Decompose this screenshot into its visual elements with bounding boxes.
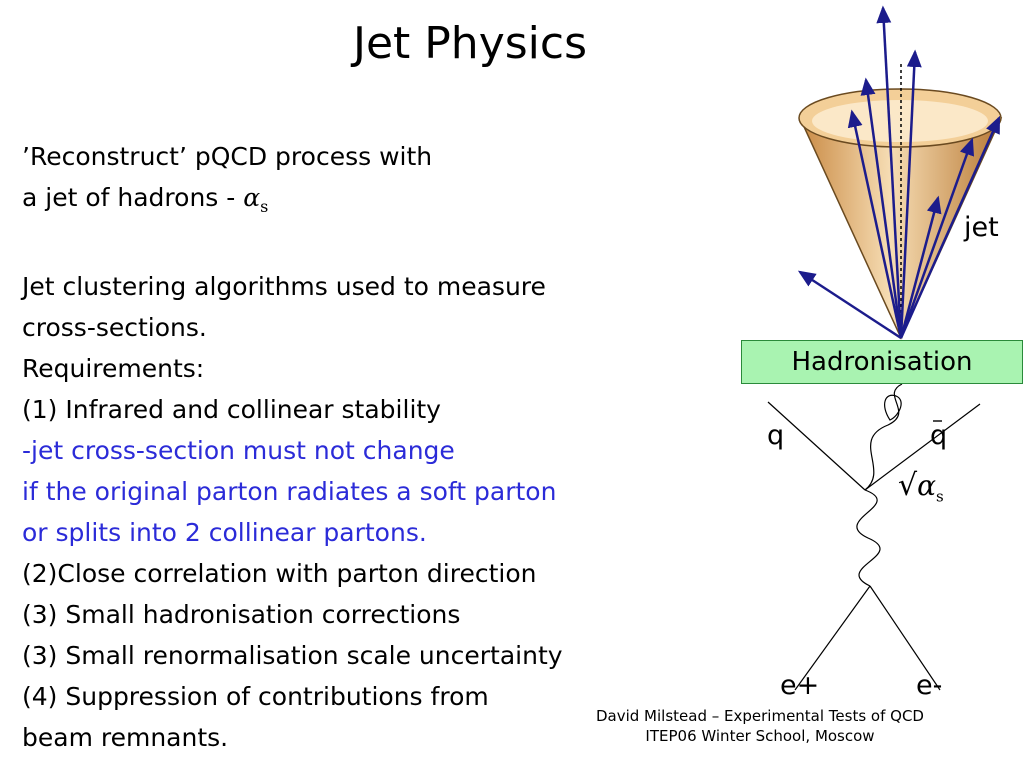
footer-event: ITEP06 Winter School, Moscow (645, 727, 875, 745)
particle-arrow (899, 137, 974, 339)
text-line-prefix: a jet of hadrons - (22, 183, 244, 212)
text-line-alpha: a jet of hadrons - αs (22, 177, 722, 227)
sqrt-alpha-s: √αs (898, 468, 944, 506)
alpha-subscript: s (936, 487, 944, 506)
alpha-subscript: s (260, 197, 269, 216)
text-line: (1) Infrared and collinear stability (22, 395, 441, 424)
positron-line (794, 585, 871, 691)
sqrt-symbol: √ (898, 468, 918, 503)
text-line: (4) Suppression of contributions from (22, 682, 489, 711)
alpha-symbol: α (243, 183, 261, 212)
slide-title: Jet Physics (352, 18, 587, 69)
text-line: Requirements: (22, 354, 205, 383)
text-line: (3) Small hadronisation corrections (22, 600, 461, 629)
text-line: beam remnants. (22, 723, 229, 752)
particle-arrow (899, 49, 922, 339)
quark-line (767, 401, 866, 491)
hadronisation-label: Hadronisation (791, 347, 973, 377)
particle-arrow (899, 115, 1001, 339)
electron-label: e- (916, 670, 943, 701)
text-line: ’Reconstruct’ pQCD process with (22, 142, 433, 171)
quark-label: q (767, 420, 785, 451)
particle-arrow (876, 5, 903, 339)
highlight-line: or splits into 2 collinear partons. (22, 518, 427, 547)
slide-footer: David Milstead – Experimental Tests of Q… (560, 706, 960, 746)
text-line: (2)Close correlation with parton directi… (22, 559, 537, 588)
gluon-line (864, 383, 903, 491)
particle-arrow (797, 270, 902, 340)
hadronisation-box: Hadronisation (741, 340, 1023, 384)
antiquark-label: q (930, 420, 948, 451)
alpha-symbol: α (917, 469, 937, 502)
highlight-line: if the original parton radiates a soft p… (22, 477, 557, 506)
text-line: cross-sections. (22, 313, 207, 342)
text-line: (3) Small renormalisation scale uncertai… (22, 641, 563, 670)
jet-cone-inner (812, 100, 988, 142)
particle-arrow (847, 109, 903, 339)
particle-arrow (899, 195, 942, 339)
jet-label: jet (964, 212, 999, 243)
text-line: Jet clustering algorithms used to measur… (22, 272, 546, 301)
gluon-loop (884, 394, 902, 421)
positron-label: e+ (780, 670, 820, 701)
antiquark-line (864, 403, 981, 491)
alpha-s-symbol: αs (243, 183, 268, 216)
jet-diagram (767, 5, 1003, 691)
highlight-line: -jet cross-section must not change (22, 436, 455, 465)
photon-line (856, 489, 881, 587)
spacer (22, 227, 722, 266)
slide-body: ’Reconstruct’ pQCD process with a jet of… (22, 136, 722, 758)
footer-author: David Milstead – Experimental Tests of Q… (595, 707, 924, 725)
particle-arrow (860, 77, 903, 339)
electron-line (869, 585, 941, 691)
